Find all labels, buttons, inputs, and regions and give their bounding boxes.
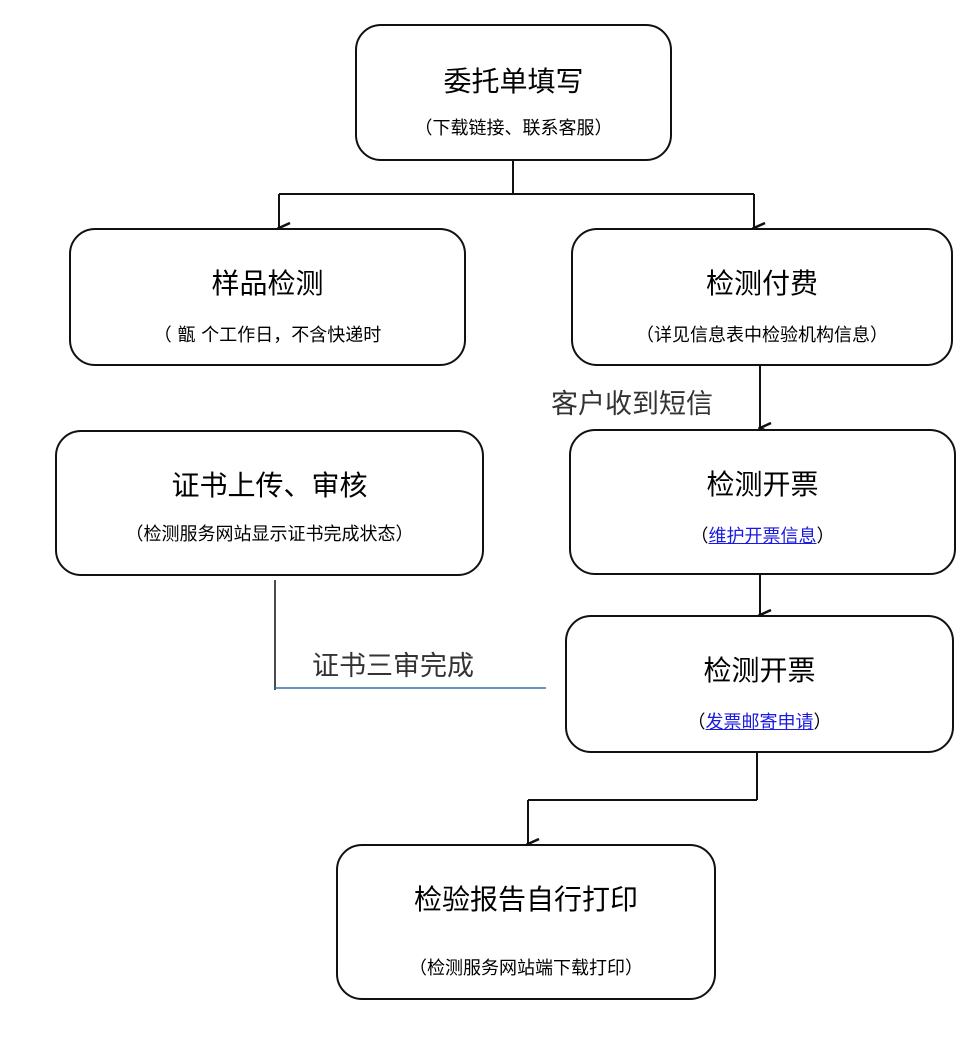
node-subtitle: （ 甑 个工作日，不含快递时 <box>153 325 382 346</box>
node-subtitle: （维护开票信息） <box>571 522 954 548</box>
node-subtitle: （检测服务网站显示证书完成状态） <box>125 524 414 545</box>
node-title: 检验报告自行打印 <box>413 883 638 916</box>
node-title: 检测付费 <box>705 267 818 300</box>
label-cert-review-done: 证书三审完成 <box>312 651 474 682</box>
node-subtitle: （发票邮寄申请） <box>567 708 952 734</box>
node-title: 委托单填写 <box>443 65 584 98</box>
node-title: 检测开票 <box>706 468 819 501</box>
paren-open: （ <box>687 712 706 733</box>
label-sms-received: 客户收到短信 <box>551 389 713 420</box>
node-subtitle: （详见信息表中检验机构信息） <box>636 325 888 346</box>
paren-close: ） <box>816 526 835 547</box>
node-fill-form: 委托单填写 （下载链接、联系客服） <box>355 24 672 161</box>
node-subtitle: （下载链接、联系客服） <box>414 118 613 139</box>
node-title: 样品检测 <box>211 267 324 300</box>
node-title: 检测开票 <box>703 654 816 687</box>
invoice-mailing-request-link[interactable]: 发票邮寄申请 <box>705 712 814 733</box>
node-cert-upload: 证书上传、审核 （检测服务网站显示证书完成状态） <box>55 430 484 576</box>
node-print-report: 检验报告自行打印 （检测服务网站端下载打印） <box>336 844 716 1000</box>
node-subtitle: （检测服务网站端下载打印） <box>409 958 643 979</box>
node-invoice-1: 检测开票 （维护开票信息） <box>569 429 956 575</box>
node-sample-test: 样品检测 （ 甑 个工作日，不含快递时 <box>69 228 466 366</box>
paren-open: （ <box>690 526 709 547</box>
maintain-invoice-info-link[interactable]: 维护开票信息 <box>708 526 817 547</box>
node-invoice-2: 检测开票 （发票邮寄申请） <box>565 615 954 753</box>
node-title: 证书上传、审核 <box>171 469 368 502</box>
node-payment: 检测付费 （详见信息表中检验机构信息） <box>571 228 953 366</box>
paren-close: ） <box>813 712 832 733</box>
